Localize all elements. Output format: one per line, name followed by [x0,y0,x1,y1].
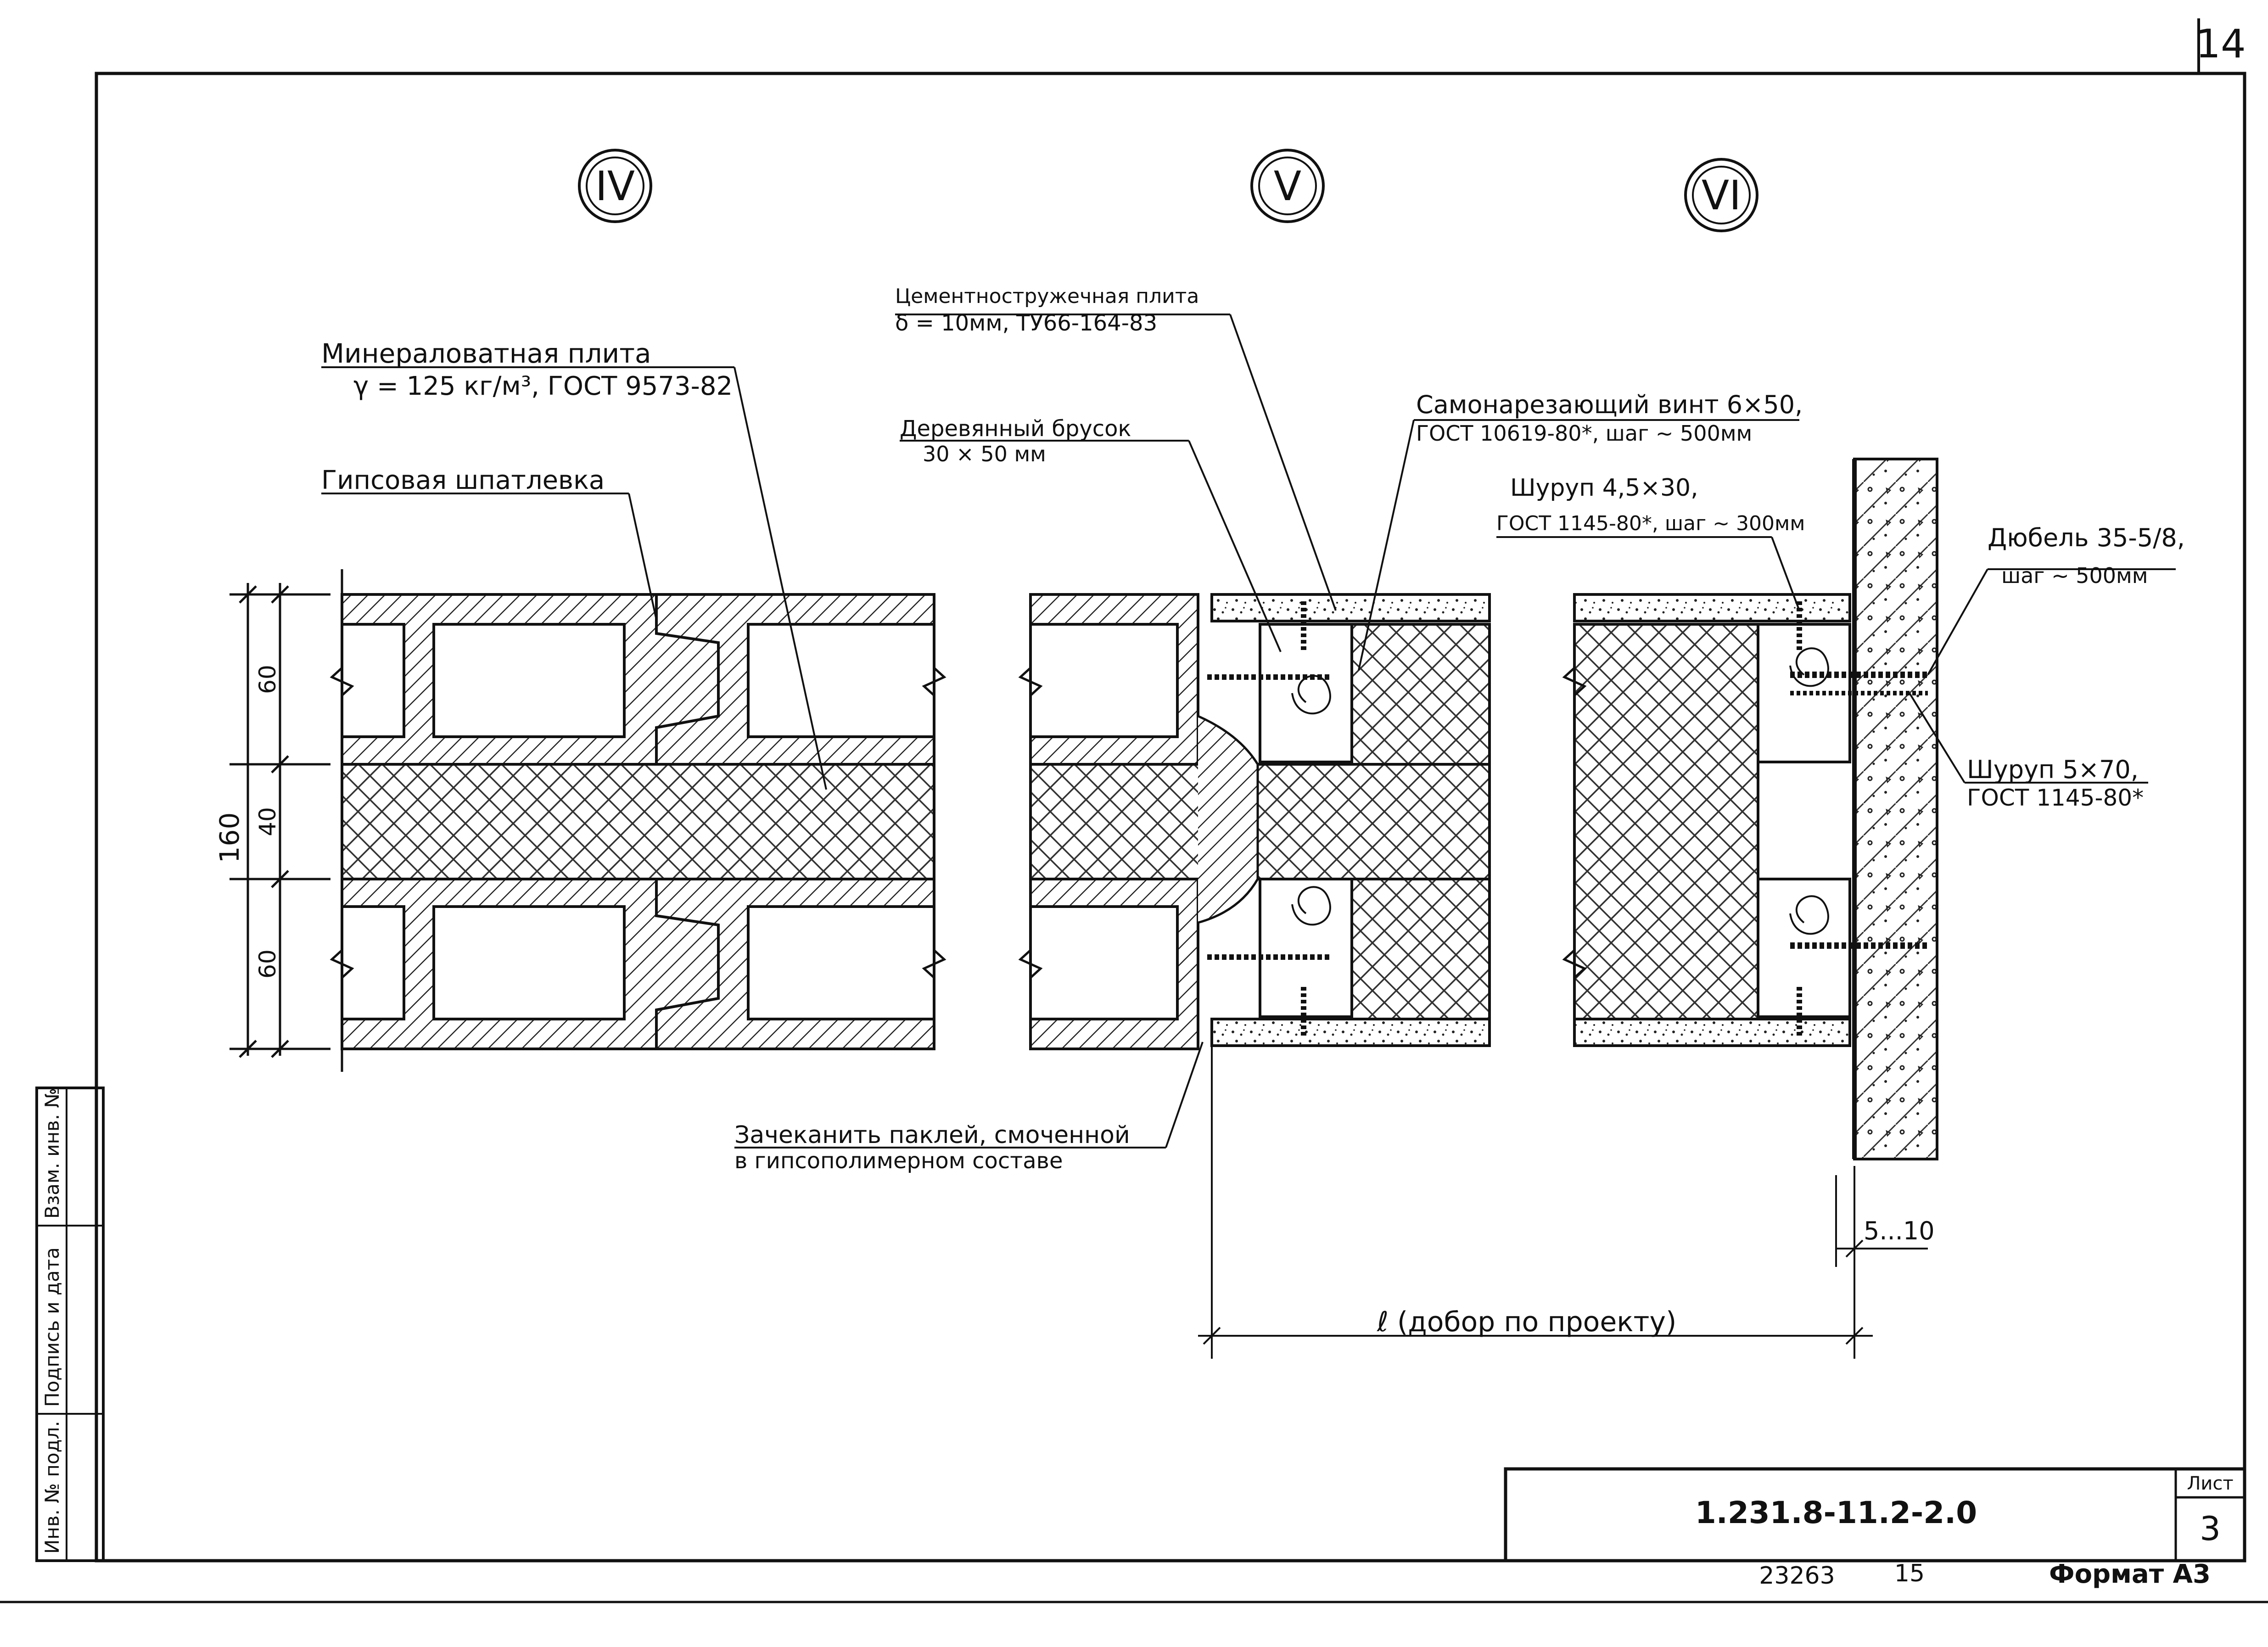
callout-screw45-line1: Шуруп 4,5×30, [1510,474,1698,502]
inventory-number: 23263 [1759,1562,1835,1590]
callout-caulk-line2: в гипсополимерном составе [734,1148,1063,1174]
dim-bottom: 60 [254,949,281,979]
side-stamp-sign-date: Подпись и дата [41,1247,63,1407]
dim-middle: 40 [254,807,281,836]
dim-total: 160 [214,812,245,863]
svg-text:VI: VI [1702,172,1741,219]
section-vi-drawing [1562,458,1938,1160]
callout-screw5-line2: ГОСТ 1145-80* [1967,784,2144,811]
callout-leaders [321,314,2176,1148]
side-stamp-replace-inv: Взам. инв. № [41,1088,63,1219]
callout-mineral-wool-line2: γ = 125 кг/м³, ГОСТ 9573-82 [353,371,733,401]
copy-number: 15 [1894,1560,1925,1587]
section-iv-drawing [330,569,946,1072]
callout-wood-bar-line1: Деревянный брусок [900,416,1131,442]
section-marker-v: V [1250,149,1325,223]
dim-top: 60 [254,665,281,694]
callout-mineral-wool-line1: Минераловатная плита [321,338,651,369]
section-marker-iv: IV [578,149,652,223]
side-stamp: Взам. инв. № Подпись и дата Инв. № подл. [35,1087,105,1562]
dim-gap: 5...10 [1864,1216,1935,1245]
callout-cement-board-line1: Цементностружечная плита [895,285,1199,308]
callout-cement-board-line2: δ = 10мм, ТУ66-164-83 [895,310,1157,336]
format-label: Формат А3 [2049,1559,2211,1589]
side-stamp-inv-orig: Инв. № подл. [41,1421,63,1554]
section-marker-vi: VI [1684,158,1758,232]
callout-gypsum-putty: Гипсовая шпатлевка [321,465,605,495]
page-number: 14 [2195,21,2246,67]
callout-dowel-line2: шаг ~ 500мм [2001,563,2148,588]
svg-text:IV: IV [595,162,635,210]
sheet-label: Лист [2187,1473,2233,1494]
callout-screw45-line2: ГОСТ 1145-80*, шаг ~ 300мм [1496,512,1805,535]
title-block [1504,1467,2246,1563]
callout-self-tap-line2: ГОСТ 10619-80*, шаг ~ 500мм [1416,421,1752,446]
callout-caulk-line1: Зачеканить паклей, смоченной [734,1121,1130,1149]
sheet-frame [0,18,2268,1603]
dim-length: ℓ (добор по проекту) [1377,1306,1676,1338]
sheet-number: 3 [2200,1509,2221,1548]
callout-wood-bar-line2: 30 × 50 мм [923,442,1046,466]
callout-self-tap-line1: Самонарезающий винт 6×50, [1416,390,1803,419]
document-code: 1.231.8-11.2-2.0 [1695,1495,1977,1530]
svg-text:V: V [1274,162,1301,210]
section-v-drawing [1018,593,1491,1354]
bottom-dimensions [1198,1166,1928,1359]
dimension-chain [230,583,330,1058]
callout-screw5-line1: Шуруп 5×70, [1967,755,2139,784]
callout-dowel-line1: Дюбель 35-5/8, [1988,523,2185,552]
